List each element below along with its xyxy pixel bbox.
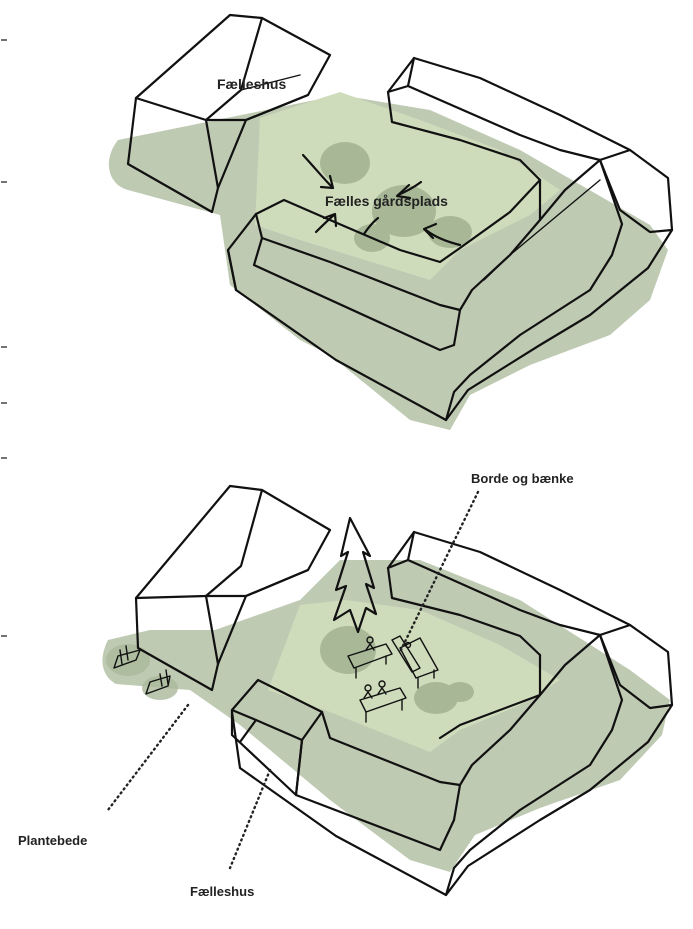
label-tables: Borde og bænke [471, 471, 574, 486]
margin-marks [1, 40, 7, 636]
label-courtyard: Fælles gårdsplads [325, 193, 448, 209]
leader-faelleshus [230, 770, 270, 868]
leader-beds [108, 705, 188, 810]
label-plantebede: Plantebede [18, 833, 87, 848]
diagram-bottom: Borde og bænke Plantebede Fælleshus [18, 471, 672, 899]
label-faelleshus-bottom: Fælleshus [190, 884, 254, 899]
diagram-top: Fælleshus Fælles gårdsplads [109, 15, 672, 430]
label-faelleshus-top: Fælleshus [217, 76, 286, 92]
